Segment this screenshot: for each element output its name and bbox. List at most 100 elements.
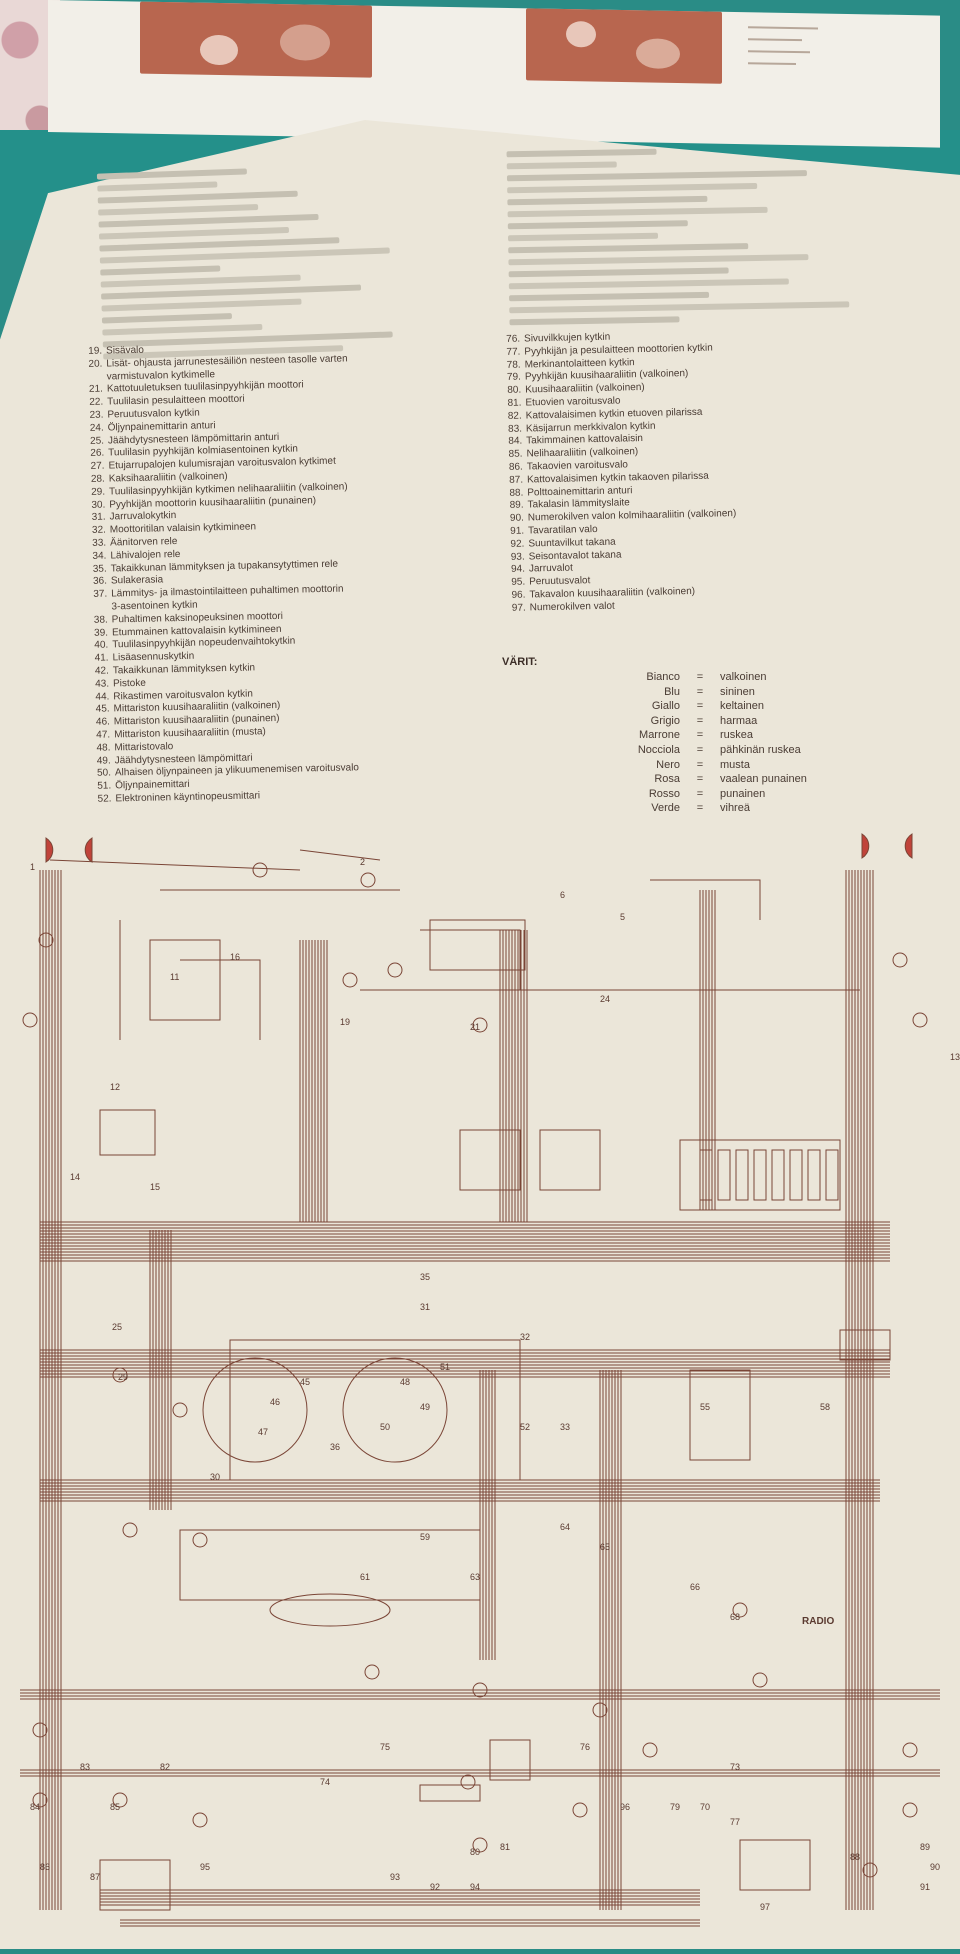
callout-number: 24 <box>600 994 610 1004</box>
callout-number: 13 <box>950 1052 960 1062</box>
legend-number: 52. <box>97 793 112 805</box>
legend-number: 88. <box>509 487 524 499</box>
gauge-dial <box>202 1357 308 1463</box>
callout-number: 77 <box>730 1817 740 1827</box>
photo-detail <box>636 38 680 70</box>
callout-number: 11 <box>170 972 179 982</box>
color-key-row: Marrone=ruskea <box>590 728 860 743</box>
color-key-row: Nero=musta <box>590 758 860 773</box>
callout-number: 81 <box>500 1842 510 1852</box>
color-key-row: Rosso=punainen <box>590 787 860 802</box>
faded-text-line <box>748 62 796 66</box>
finnish-color: harmaa <box>720 714 758 727</box>
italian-color: Verde <box>651 802 680 815</box>
legend-number: 30. <box>91 499 106 511</box>
legend-number: 34. <box>92 550 107 562</box>
headlamp <box>84 837 93 863</box>
legend-number: 50. <box>96 767 112 780</box>
component-terminal <box>572 1802 588 1818</box>
component-terminal <box>122 1522 138 1538</box>
callout-number: 91 <box>920 1882 930 1892</box>
callout-number: 2 <box>360 857 365 867</box>
finnish-color: valkoinen <box>720 671 767 683</box>
legend-number: 33. <box>92 537 107 549</box>
component-terminal <box>862 1862 878 1878</box>
callout-number: 63 <box>470 1572 480 1582</box>
legend-number: 96. <box>511 589 526 601</box>
legend-number: 42. <box>94 665 109 677</box>
legend-number: 39. <box>93 627 109 639</box>
legend-number: 78. <box>506 359 521 371</box>
equals-sign: = <box>696 729 704 742</box>
component-terminal <box>472 1837 488 1853</box>
finnish-color: pähkinän ruskea <box>720 743 801 756</box>
legend-number: 93. <box>510 551 525 563</box>
legend-number: 24. <box>89 422 104 434</box>
legend-number: 36. <box>92 575 108 588</box>
legend-number: 82. <box>507 410 522 422</box>
component-terminal <box>902 1802 918 1818</box>
legend-number: 86. <box>508 461 523 473</box>
callout-number: 15 <box>150 1182 160 1192</box>
callout-number: 49 <box>420 1402 430 1412</box>
callout-number: 84 <box>30 1802 40 1812</box>
legend-text: Sulakerasia <box>110 574 164 587</box>
steering-switch <box>269 1593 391 1627</box>
legend-text: Peruutusvalot <box>529 575 591 588</box>
fuse <box>717 1149 731 1201</box>
relay-module <box>149 939 221 1021</box>
component-terminal <box>387 962 403 978</box>
photo-detail <box>566 21 596 48</box>
callout-number: 87 <box>90 1872 100 1882</box>
callout-number: 5 <box>620 912 625 922</box>
component-terminal <box>342 972 358 988</box>
component-terminal <box>642 1742 658 1758</box>
callout-number: 89 <box>920 1842 930 1852</box>
finnish-color: punainen <box>720 787 766 800</box>
legend-number: 92. <box>510 538 525 550</box>
component-terminal <box>902 1742 918 1758</box>
callout-number: 73 <box>730 1762 740 1772</box>
fuse <box>807 1149 821 1201</box>
legend-number: 46. <box>95 716 110 728</box>
callout-number: 86 <box>40 1862 50 1872</box>
component-terminal <box>112 1367 128 1383</box>
callout-number: 55 <box>700 1402 710 1412</box>
finnish-color: vaalean punainen <box>720 773 807 786</box>
legend-number: 95. <box>511 576 526 588</box>
legend-number: 80. <box>507 384 522 397</box>
callout-number: 14 <box>70 1172 80 1182</box>
legend-number: 81. <box>507 397 522 409</box>
italian-color: Marrone <box>639 729 680 742</box>
photo-left <box>140 1 372 78</box>
callout-number: 95 <box>200 1862 210 1872</box>
tail-light-cluster <box>99 1859 171 1911</box>
component-terminal <box>112 1792 128 1808</box>
callout-number: 16 <box>230 952 240 962</box>
color-key-row: Giallo=keltainen <box>590 699 860 714</box>
headlamp <box>904 833 913 859</box>
legend-number: 21. <box>88 383 104 396</box>
callout-number: 19 <box>340 1017 350 1027</box>
legend-number: 47. <box>96 729 111 741</box>
callout-number: 45 <box>300 1377 310 1387</box>
legend-number: 27. <box>90 460 105 473</box>
faded-text-line <box>748 26 818 30</box>
faded-text-line <box>748 50 810 54</box>
tail-light-cluster <box>739 1839 811 1891</box>
wire <box>650 879 761 920</box>
callout-number: 76 <box>580 1742 590 1752</box>
legend-number: 85. <box>508 448 523 461</box>
wire <box>180 959 261 1040</box>
legend-text: Numerokilven valot <box>529 600 615 614</box>
callout-number: 30 <box>210 1472 220 1482</box>
equals-sign: = <box>696 758 704 771</box>
legend-number: 48. <box>96 742 111 754</box>
color-key-row: Verde=vihreä <box>590 801 860 816</box>
callout-number: 46 <box>270 1397 280 1407</box>
equals-sign: = <box>696 743 704 756</box>
fuse <box>789 1149 803 1201</box>
colors-heading: VÄRIT: <box>502 656 538 668</box>
callout-number: 48 <box>400 1377 410 1387</box>
